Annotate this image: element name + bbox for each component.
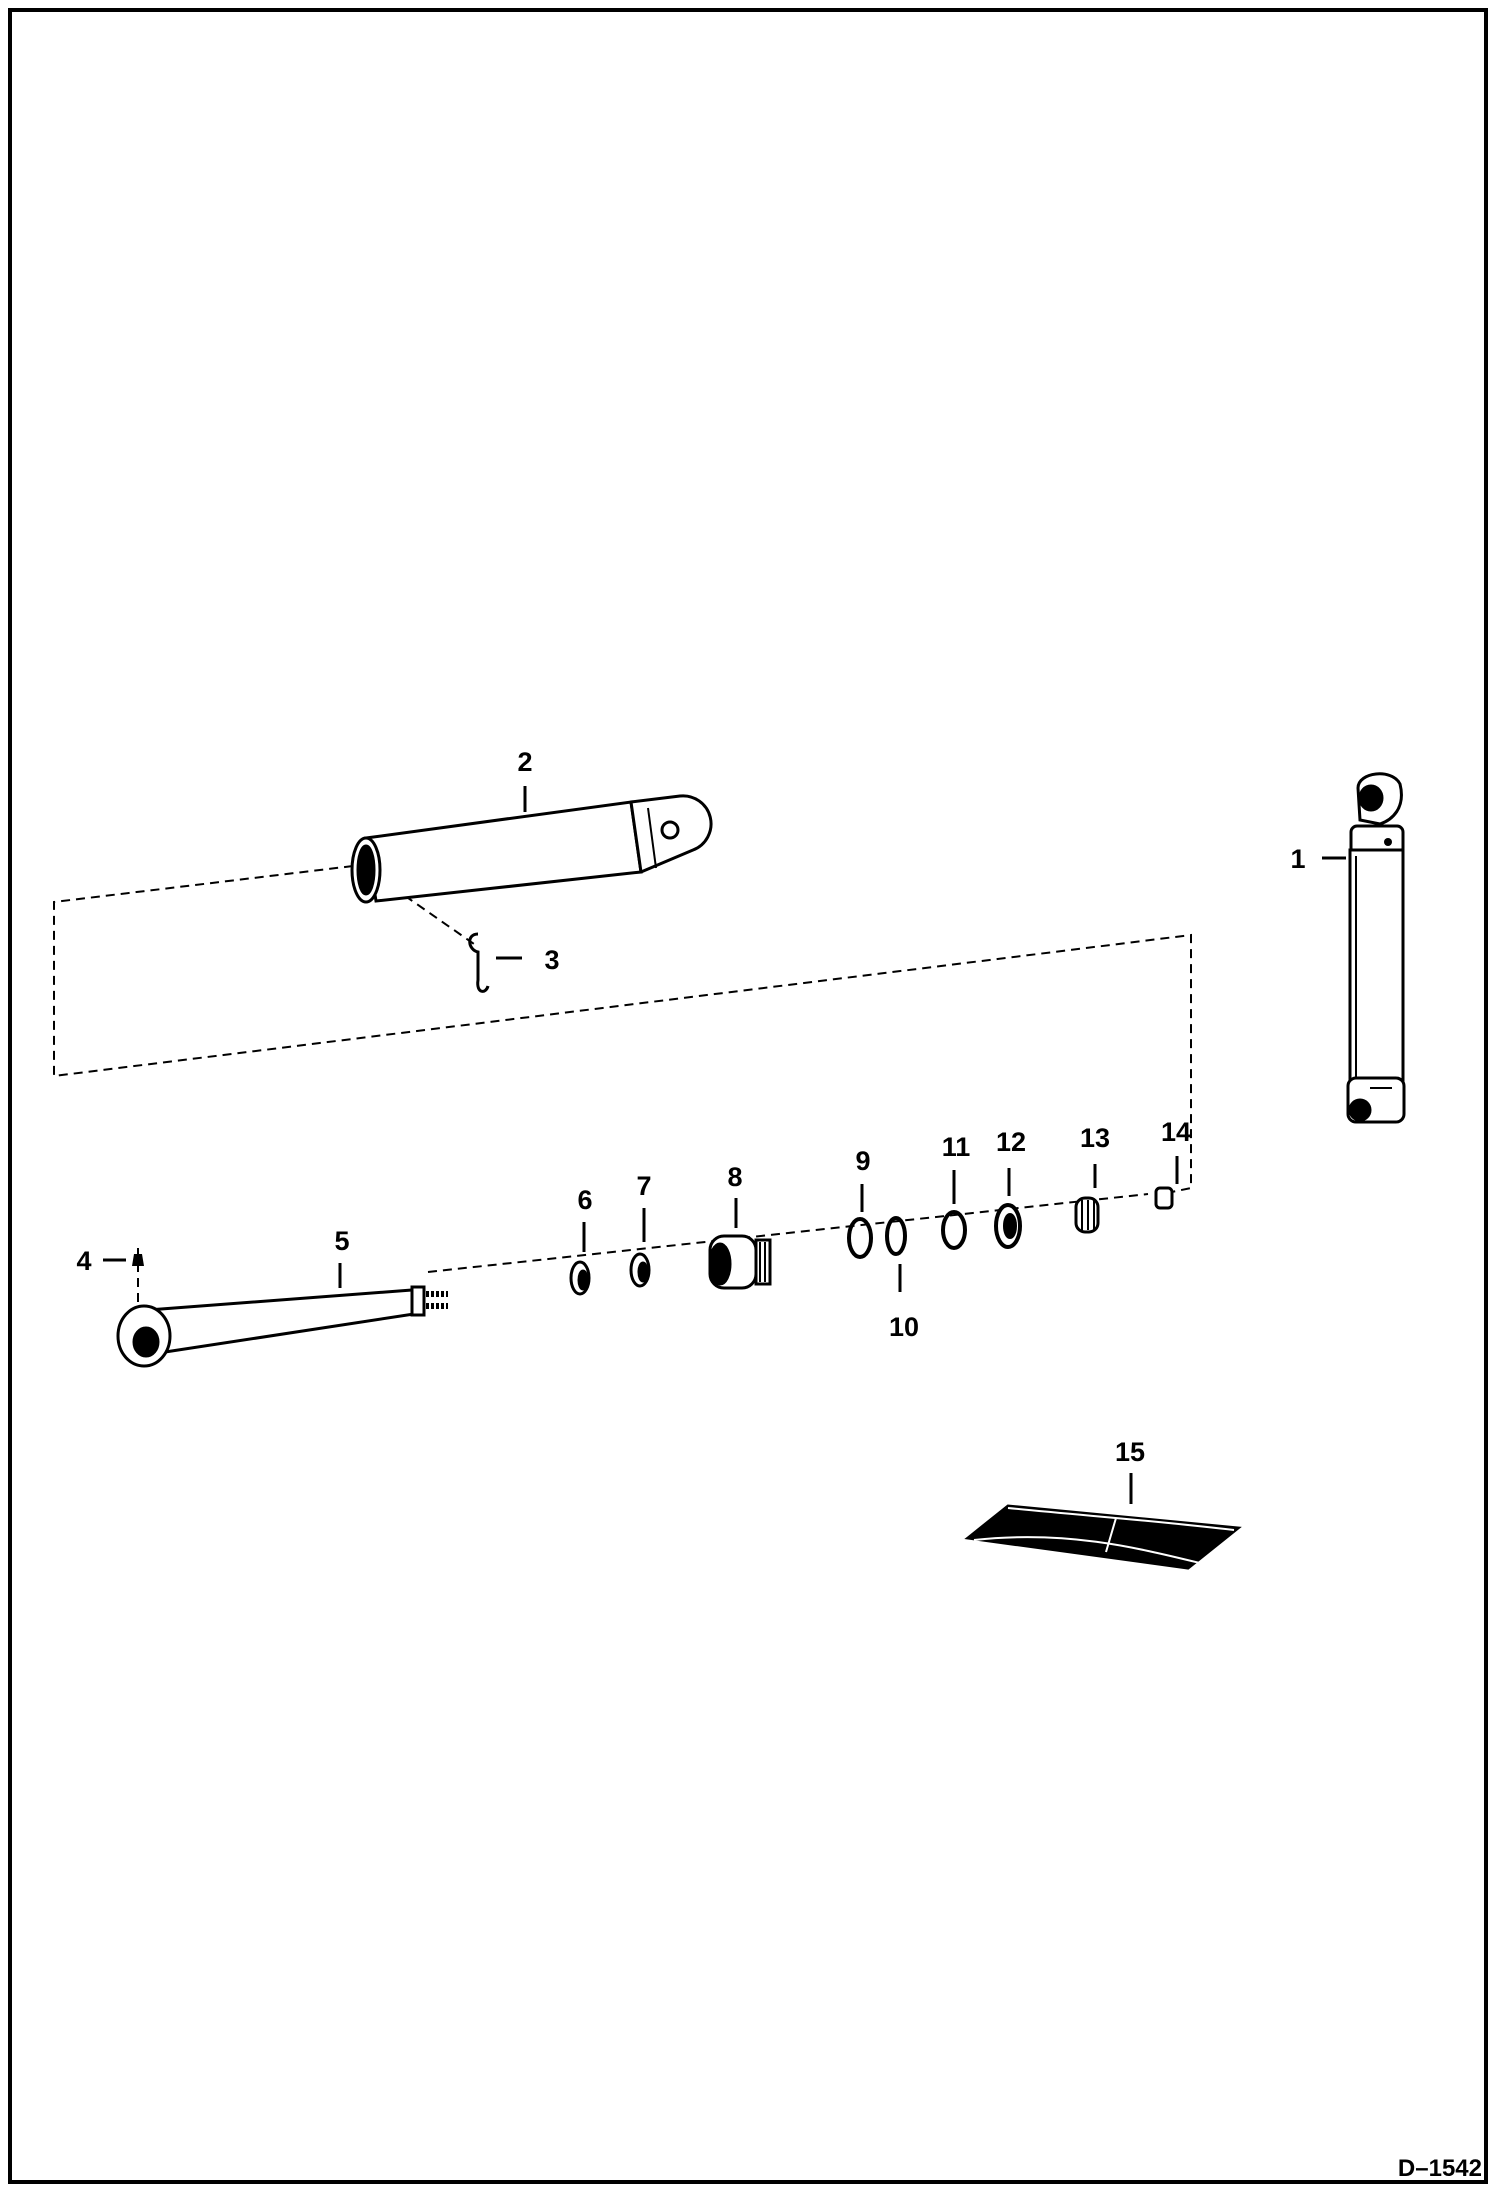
- parts-diagram: 1 2 3 4 5 6 7 8 9 10 11 12 13 14 15 D–15…: [53, 747, 1482, 2182]
- callout-15: 15: [1115, 1437, 1145, 1467]
- part-9-o-ring: [847, 1217, 873, 1259]
- callout-3: 3: [544, 945, 559, 975]
- callout-6: 6: [577, 1185, 592, 1215]
- callout-7: 7: [636, 1171, 651, 1201]
- part-15-seal-kit: [964, 1504, 1242, 1570]
- callout-13: 13: [1080, 1123, 1110, 1153]
- callout-8: 8: [727, 1162, 742, 1192]
- diagram-sheet: 1 2 3 4 5 6 7 8 9 10 11 12 13 14 15 D–15…: [8, 8, 1488, 2184]
- callout-11: 11: [942, 1132, 971, 1162]
- part-14-nut: [1154, 1186, 1174, 1210]
- part-4-grease-fitting: [132, 1254, 144, 1266]
- callout-5: 5: [334, 1226, 349, 1256]
- callout-1: 1: [1290, 844, 1305, 874]
- part-3-wire-ring: [468, 932, 490, 993]
- drawing-number: D–1542: [1398, 2155, 1482, 2182]
- part-12-seal: [994, 1203, 1022, 1249]
- leader-lines: [103, 786, 1346, 1504]
- callout-9: 9: [855, 1146, 870, 1176]
- part-7-wiper: [629, 1252, 651, 1288]
- part-2-barrel: [350, 794, 713, 904]
- part-13-piston: [1074, 1196, 1100, 1234]
- callout-2: 2: [517, 747, 532, 777]
- part-10-backup-ring: [885, 1216, 907, 1256]
- callout-labels: 1 2 3 4 5 6 7 8 9 10 11 12 13 14 15: [76, 747, 1305, 1467]
- part-1-cylinder-assembly: [1346, 772, 1406, 1124]
- callout-12: 12: [996, 1127, 1026, 1157]
- callout-4: 4: [76, 1246, 91, 1276]
- part-8-head: [708, 1234, 772, 1290]
- callout-10: 10: [889, 1312, 919, 1342]
- part-11-o-ring: [941, 1210, 967, 1250]
- assembly-guide-lines: [53, 865, 1192, 1308]
- part-5-rod: [116, 1285, 448, 1368]
- part-6-seal: [569, 1260, 591, 1296]
- callout-14: 14: [1161, 1117, 1191, 1147]
